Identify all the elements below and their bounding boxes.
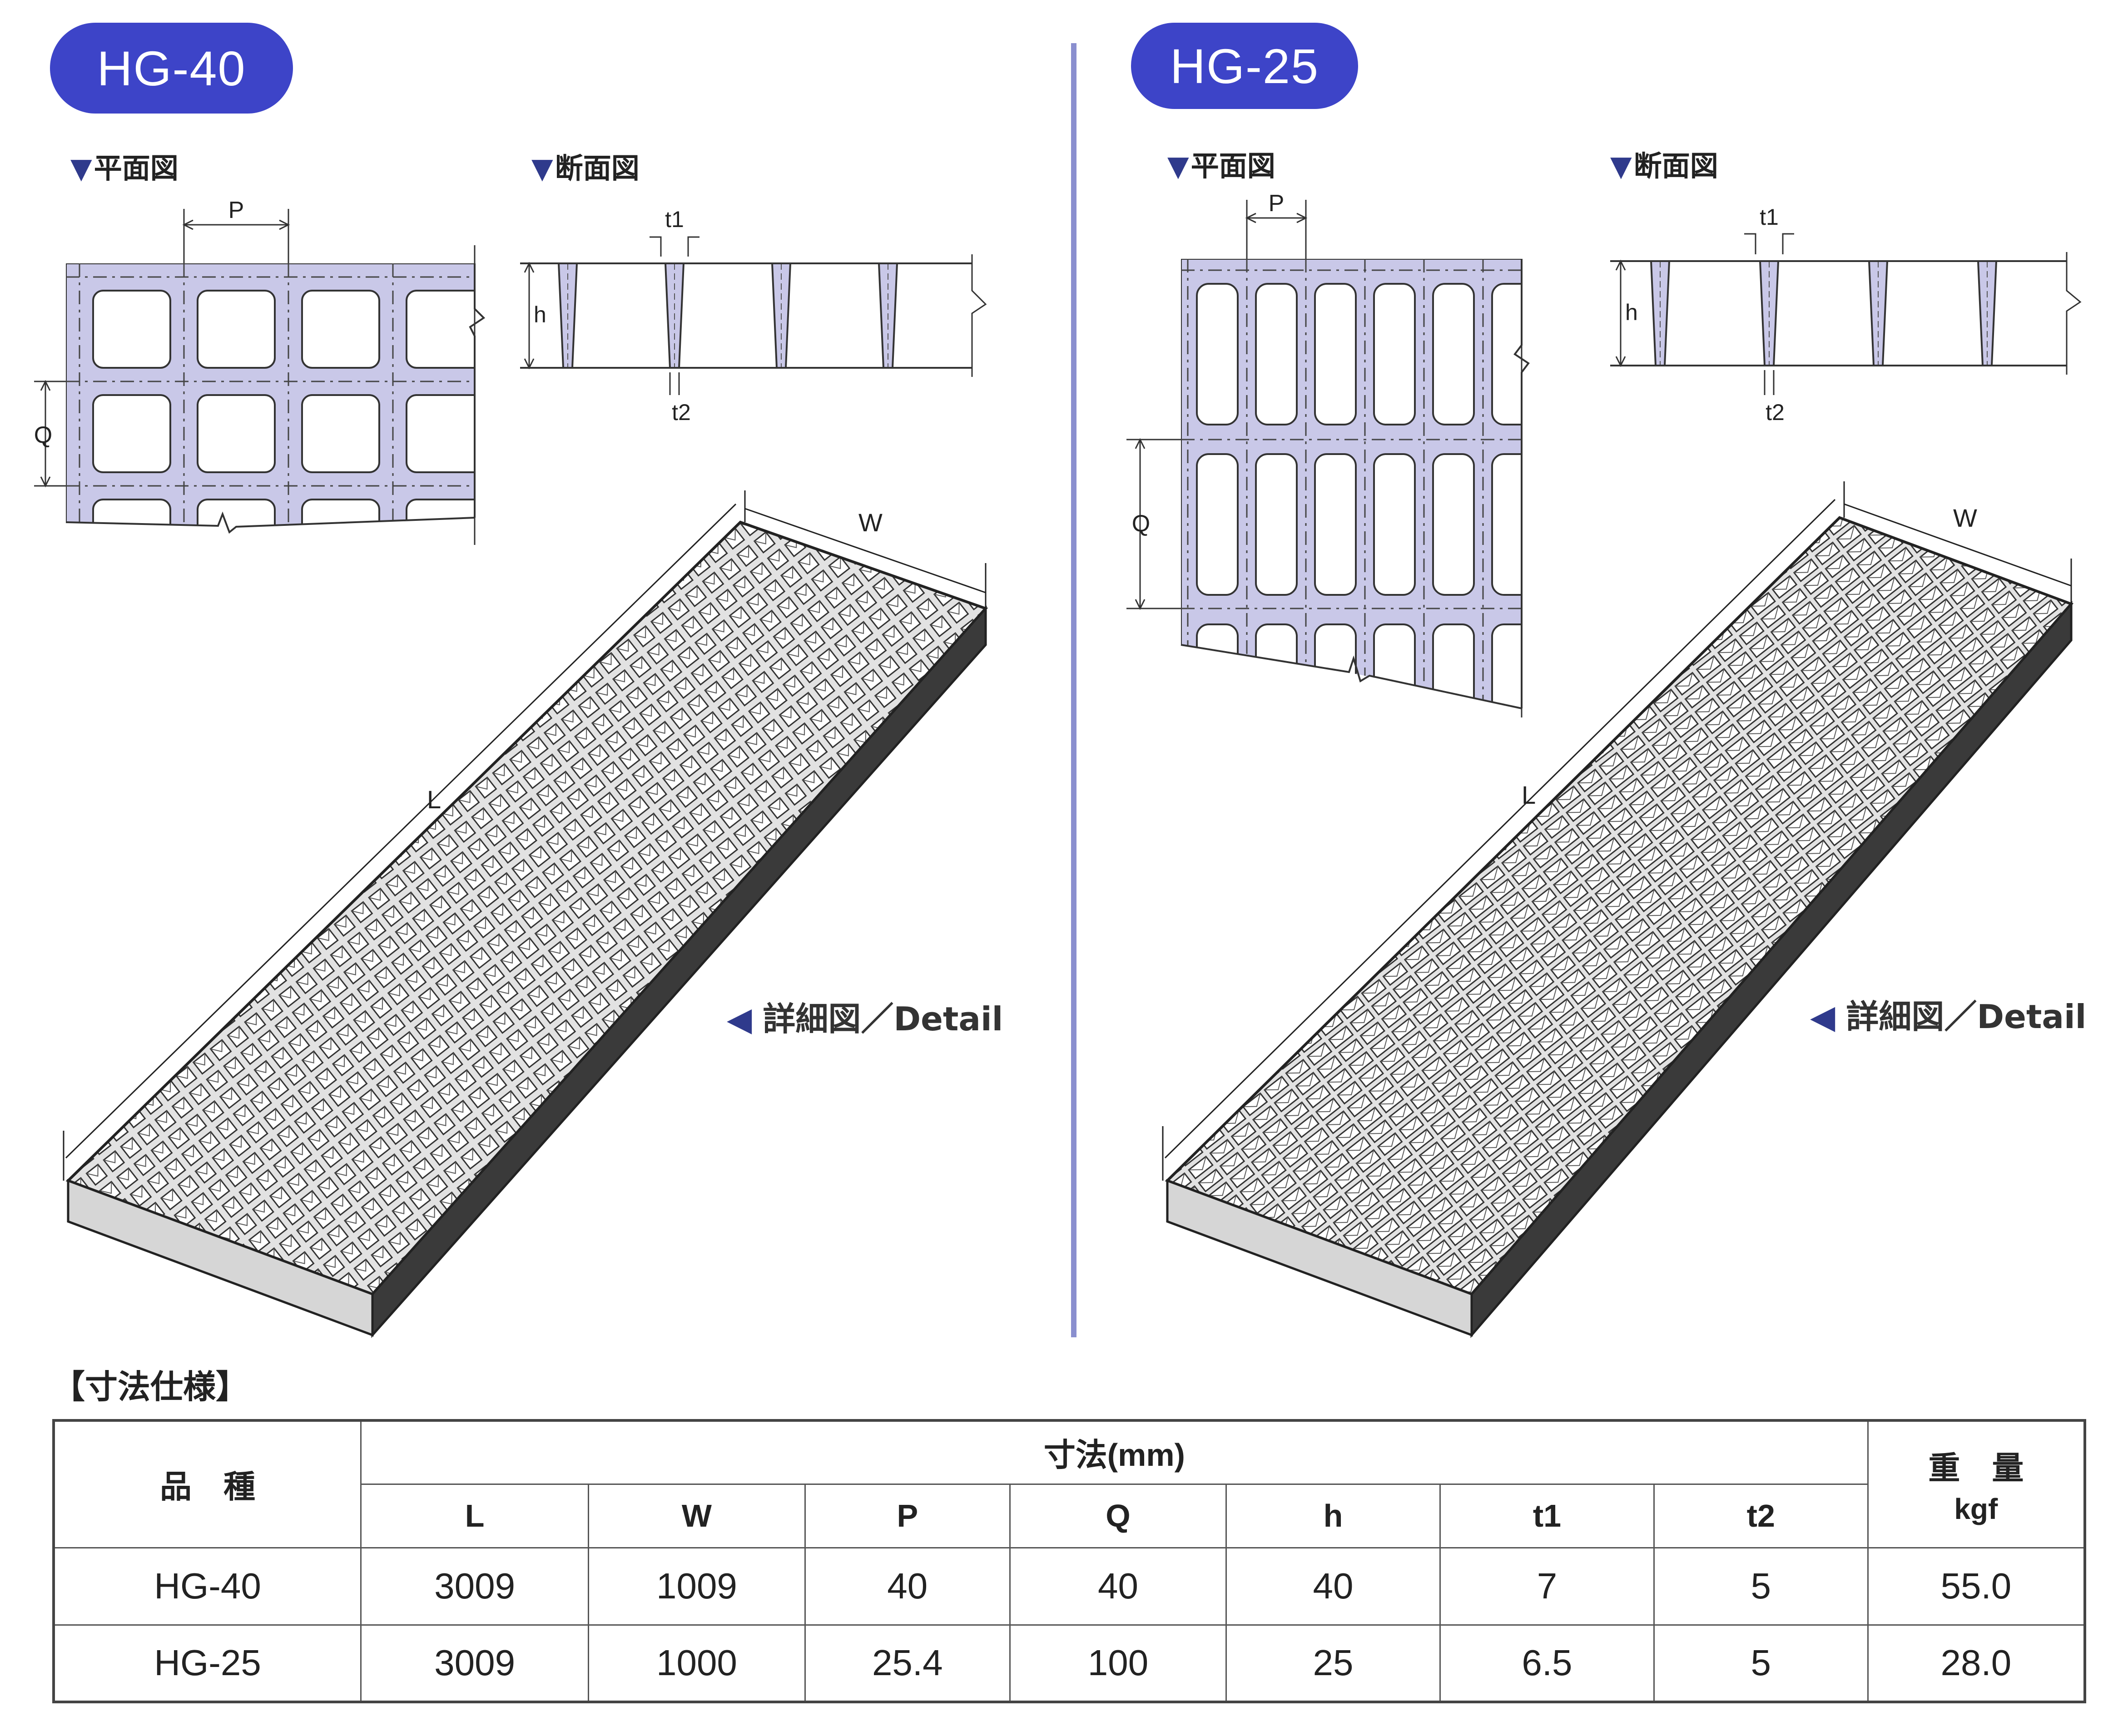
section-view-label: ▼断面図 xyxy=(531,152,640,185)
table-row: HG-25 3009 1000 25.4 100 25 6.5 5 28.0 xyxy=(53,1624,2086,1703)
cell-w: 1009 xyxy=(588,1547,806,1626)
cell-w: 1000 xyxy=(588,1624,806,1703)
cell-t1: 6.5 xyxy=(1439,1624,1655,1703)
cell-q: 40 xyxy=(1009,1547,1227,1626)
header-dim-p: P xyxy=(804,1483,1011,1548)
model-badge-label: HG-40 xyxy=(97,40,246,96)
cell-p: 40 xyxy=(804,1547,1011,1626)
triangle-down-icon: ▼ xyxy=(70,152,92,185)
grating-detail-hg40: W L xyxy=(63,490,988,1338)
dim-label-w: W xyxy=(1953,504,1977,532)
cell-weight: 55.0 xyxy=(1867,1547,2086,1626)
grating-detail-hg25: W L xyxy=(1162,481,2074,1338)
header-dim-q: Q xyxy=(1009,1483,1227,1548)
cell-t2: 5 xyxy=(1653,1547,1869,1626)
cell-h: 25 xyxy=(1225,1624,1441,1703)
header-product: 品 種 xyxy=(53,1419,362,1548)
cell-q: 100 xyxy=(1009,1624,1227,1703)
header-dimensions: 寸法(mm) xyxy=(360,1419,1869,1485)
header-weight-label: 重 量 xyxy=(1928,1450,2024,1486)
section-view-drawing-hg25: h t1 t2 xyxy=(1610,204,2082,425)
dim-label-w: W xyxy=(858,508,883,537)
dim-label-l: L xyxy=(427,785,441,814)
header-dim-h: h xyxy=(1225,1483,1441,1548)
dim-label-h: h xyxy=(1625,300,1638,325)
triangle-down-icon: ▼ xyxy=(1167,149,1189,183)
dim-label-t1: t1 xyxy=(665,207,684,232)
dim-label-q: Q xyxy=(34,422,52,448)
model-badge-hg40: HG-40 xyxy=(50,23,293,114)
cell-weight: 28.0 xyxy=(1867,1624,2086,1703)
header-dim-t1: t1 xyxy=(1439,1483,1655,1548)
section-view-label: ▼断面図 xyxy=(1610,149,1718,183)
header-dim-w: W xyxy=(588,1483,806,1548)
dim-label-l: L xyxy=(1522,781,1536,809)
plan-view-drawing-hg25: P Q xyxy=(1126,191,1530,717)
triangle-down-icon: ▼ xyxy=(1610,149,1632,183)
cell-t1: 7 xyxy=(1439,1547,1655,1626)
dim-label-p: P xyxy=(228,197,244,223)
detail-view-label: ◀詳細図／Detail xyxy=(727,1000,1003,1038)
header-dim-l: L xyxy=(360,1483,590,1548)
cell-t2: 5 xyxy=(1653,1624,1869,1703)
cell-p: 25.4 xyxy=(804,1624,1011,1703)
dim-label-t2: t2 xyxy=(672,400,691,425)
table-row: HG-40 3009 1009 40 40 40 7 5 55.0 xyxy=(53,1547,2086,1626)
dim-label-p: P xyxy=(1269,191,1285,217)
triangle-left-icon: ◀ xyxy=(727,1000,752,1038)
panel-divider xyxy=(1071,43,1076,1337)
plan-view-label: ▼平面図 xyxy=(1167,149,1275,183)
section-view-drawing-hg40: h t1 t2 xyxy=(520,207,987,425)
model-badge-label: HG-25 xyxy=(1170,38,1319,94)
dim-label-q: Q xyxy=(1132,510,1150,537)
dim-label-t1: t1 xyxy=(1760,204,1779,230)
plan-view-drawing-hg40: P Q xyxy=(34,197,486,545)
model-badge-hg25: HG-25 xyxy=(1131,23,1358,109)
cell-l: 3009 xyxy=(360,1624,590,1703)
header-dim-t2: t2 xyxy=(1653,1483,1869,1548)
header-weight-unit: kgf xyxy=(1954,1493,1998,1526)
spec-section-title: 【寸法仕様】 xyxy=(52,1368,249,1406)
triangle-left-icon: ◀ xyxy=(1810,998,1835,1036)
spec-table: 品 種 寸法(mm) 重 量 kgf L W P Q h t1 t2 HG-40… xyxy=(52,1419,2086,1703)
cell-product: HG-25 xyxy=(53,1624,362,1703)
header-weight: 重 量 kgf xyxy=(1867,1419,2086,1548)
cell-product: HG-40 xyxy=(53,1547,362,1626)
dim-label-h: h xyxy=(534,302,546,327)
triangle-down-icon: ▼ xyxy=(531,152,553,185)
plan-view-label: ▼平面図 xyxy=(70,152,179,185)
cell-l: 3009 xyxy=(360,1547,590,1626)
cell-h: 40 xyxy=(1225,1547,1441,1626)
detail-view-label: ◀詳細図／Detail xyxy=(1810,998,2087,1036)
dim-label-t2: t2 xyxy=(1766,400,1785,425)
